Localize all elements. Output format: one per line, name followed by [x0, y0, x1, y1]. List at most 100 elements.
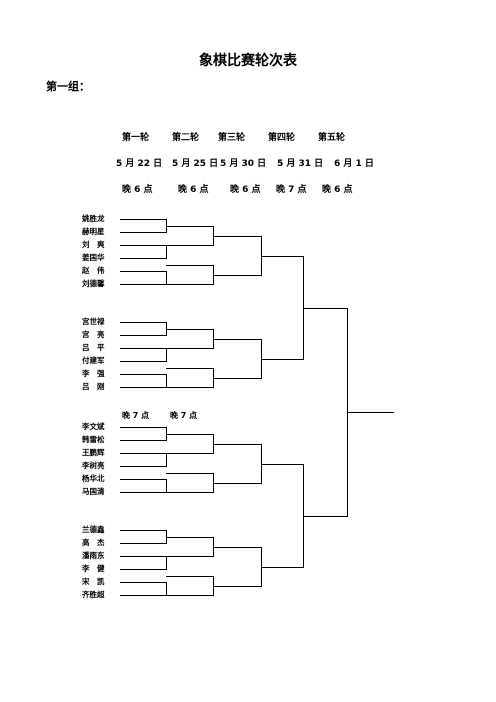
bracket-line	[166, 576, 214, 577]
player-name: 韩雷松	[82, 435, 105, 444]
page-title: 象棋比赛轮次表	[199, 53, 297, 69]
player-name: 姚胜龙	[82, 214, 105, 223]
bracket-line	[347, 412, 394, 413]
bracket-line	[120, 361, 167, 362]
bracket-line	[213, 339, 262, 340]
bracket-line	[120, 374, 167, 375]
bracket-line	[120, 556, 167, 557]
bracket-line	[213, 586, 262, 587]
bracket-line	[120, 569, 167, 570]
bracket-line	[261, 567, 304, 568]
bracket-line	[166, 245, 167, 259]
bracket-line	[303, 516, 348, 517]
bracket-line	[166, 453, 167, 467]
player-name: 马国清	[82, 487, 105, 496]
round-date-3: 5 月 30 日	[220, 159, 267, 169]
mid-time-1: 晚 7 点	[122, 411, 150, 420]
player-name: 付建军	[82, 356, 105, 365]
player-name: 赫明星	[82, 227, 105, 236]
player-name: 李树亮	[82, 461, 105, 470]
bracket-line	[166, 245, 214, 246]
bracket-line	[120, 440, 167, 441]
player-name: 高 杰	[82, 538, 105, 547]
bracket-line	[120, 232, 167, 233]
bracket-line	[213, 275, 262, 276]
bracket-line	[120, 543, 167, 544]
player-name: 李 强	[82, 369, 105, 378]
player-name: 宫 亮	[82, 330, 105, 339]
bracket-line	[261, 464, 304, 465]
bracket-line	[120, 387, 167, 388]
bracket-line	[166, 387, 214, 388]
bracket-line	[166, 368, 214, 369]
bracket-line	[120, 245, 167, 246]
bracket-line	[166, 374, 167, 388]
bracket-line	[213, 236, 262, 237]
player-name: 王鹏辉	[82, 448, 105, 457]
bracket-line	[120, 479, 167, 480]
player-name: 杨华北	[82, 474, 105, 483]
bracket-line	[213, 547, 262, 548]
bracket-line	[166, 284, 214, 285]
bracket-line	[166, 265, 214, 266]
round-header-4: 第四轮	[268, 133, 296, 143]
bracket-line	[120, 348, 167, 349]
player-name: 潘雨东	[82, 551, 105, 560]
bracket-line	[166, 537, 214, 538]
player-name: 吕 平	[82, 343, 105, 352]
bracket-line	[120, 219, 167, 220]
bracket-line	[166, 434, 214, 435]
bracket-line	[213, 483, 262, 484]
bracket-line	[120, 492, 167, 493]
group-label: 第一组：	[46, 80, 90, 93]
bracket-line	[166, 479, 167, 493]
mid-time-2: 晚 7 点	[170, 411, 198, 420]
bracket-line	[166, 556, 167, 570]
bracket-line	[166, 582, 167, 596]
bracket-line	[166, 348, 167, 362]
bracket-line	[166, 348, 214, 349]
player-name: 宋 凯	[82, 577, 105, 586]
bracket-line	[166, 492, 214, 493]
bracket-line	[120, 271, 167, 272]
player-name: 兰德鑫	[82, 525, 105, 534]
round-header-1: 第一轮	[122, 133, 150, 143]
bracket-line	[120, 427, 167, 428]
bracket-line	[166, 595, 214, 596]
bracket-line	[261, 359, 304, 360]
player-name: 刘 爽	[82, 240, 105, 249]
bracket-line	[120, 582, 167, 583]
player-name: 刘德馨	[82, 279, 105, 288]
bracket-line	[166, 473, 214, 474]
round-time-2: 晚 6 点	[178, 185, 209, 195]
round-header-2: 第二轮	[172, 133, 200, 143]
bracket-line	[166, 329, 214, 330]
bracket-line	[166, 453, 214, 454]
bracket-line	[261, 256, 304, 257]
round-date-5: 6 月 1 日	[334, 159, 374, 169]
round-time-5: 晚 6 点	[322, 185, 353, 195]
player-name: 吕 刚	[82, 382, 105, 391]
bracket-line	[120, 595, 167, 596]
player-name: 姜国华	[82, 253, 105, 262]
bracket-line	[166, 556, 214, 557]
player-name: 宫世禄	[82, 317, 105, 326]
player-name: 李 健	[82, 564, 105, 573]
round-time-1: 晚 6 点	[122, 185, 153, 195]
round-time-4: 晚 7 点	[276, 185, 307, 195]
bracket-line	[120, 530, 167, 531]
bracket-line	[120, 335, 167, 336]
bracket-line	[120, 322, 167, 323]
bracket-line	[166, 271, 167, 285]
round-date-2: 5 月 25 日	[172, 159, 219, 169]
player-name: 齐胜超	[82, 590, 105, 599]
bracket-line	[303, 308, 348, 309]
player-name: 李文斌	[82, 422, 105, 431]
bracket-line	[213, 378, 262, 379]
bracket-line	[120, 466, 167, 467]
round-time-3: 晚 6 点	[230, 185, 261, 195]
bracket-line	[120, 258, 167, 259]
bracket-line	[166, 226, 214, 227]
round-header-5: 第五轮	[318, 133, 346, 143]
round-date-4: 5 月 31 日	[277, 159, 324, 169]
